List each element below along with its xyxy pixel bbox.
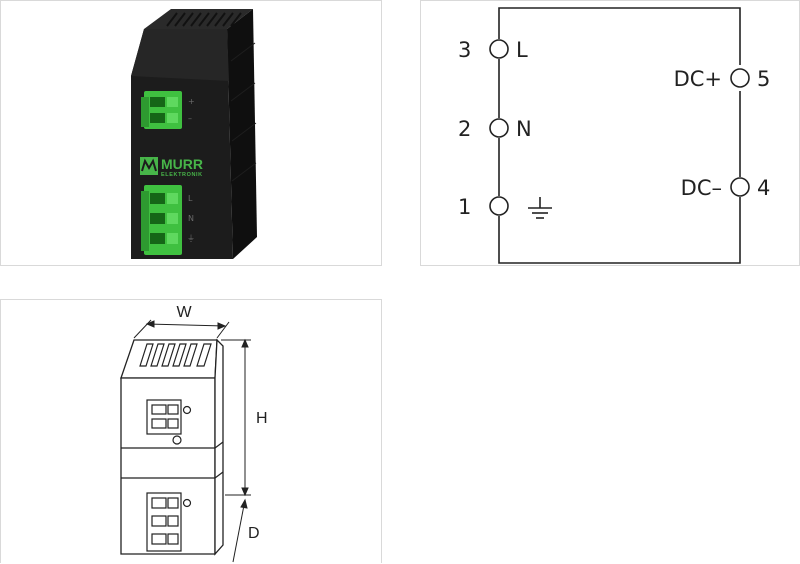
terminal-number: 4 xyxy=(757,176,770,200)
output-terminal-block xyxy=(141,91,182,129)
top-vent-slots xyxy=(139,343,212,367)
brand-subtitle: ELEKTRONIK xyxy=(161,172,203,178)
output-terminal-outline xyxy=(146,399,192,445)
terminal-circle xyxy=(489,118,509,138)
dimension-drawing: W H D xyxy=(120,304,268,563)
box-bottom-edge xyxy=(498,197,741,264)
dimension-drawing-panel: W H D xyxy=(0,299,382,563)
wiring-diagram-panel: 3 L 2 N 1 DC+ 5 DC– 4 xyxy=(420,0,800,266)
input-mark-l: L xyxy=(188,194,193,203)
input-mark-ground: ⏚ xyxy=(187,234,195,243)
height-label: H xyxy=(256,410,268,427)
top-vent-slots xyxy=(166,12,242,27)
width-label: W xyxy=(176,304,192,321)
terminal-number: 1 xyxy=(458,195,471,219)
product-photo-panel: + – MURR ELEKTRONIK L N ⏚ xyxy=(0,0,382,266)
brand-name: MURR xyxy=(161,156,203,172)
depth-label: D xyxy=(248,525,260,542)
terminal-number: 5 xyxy=(757,67,770,91)
depth-dimension xyxy=(232,498,248,563)
terminal-circle xyxy=(730,68,750,88)
output-mark-plus: + xyxy=(188,97,195,106)
terminal-label: L xyxy=(516,38,528,62)
terminal-label: DC– xyxy=(681,176,722,200)
terminal-5: DC+ 5 xyxy=(674,67,771,91)
height-dimension xyxy=(221,338,251,497)
terminal-4: DC– 4 xyxy=(681,176,771,200)
wiring-diagram: 3 L 2 N 1 DC+ 5 DC– 4 xyxy=(458,7,771,264)
width-dimension xyxy=(133,319,230,339)
ground-icon xyxy=(528,197,552,219)
power-supply-photo: + – MURR ELEKTRONIK L N ⏚ xyxy=(131,9,257,259)
terminal-3: 3 L xyxy=(458,38,528,62)
terminal-label: N xyxy=(516,117,532,141)
terminal-1: 1 xyxy=(458,195,552,219)
input-terminal-outline xyxy=(146,492,192,552)
input-mark-n: N xyxy=(188,214,194,223)
terminal-circle xyxy=(730,177,750,197)
output-mark-minus: – xyxy=(188,114,192,123)
terminal-number: 2 xyxy=(458,117,471,141)
terminal-circle xyxy=(489,39,509,59)
terminal-number: 3 xyxy=(458,38,471,62)
housing-side-face xyxy=(214,338,224,556)
terminal-label: DC+ xyxy=(674,67,722,91)
terminal-circle xyxy=(489,196,509,216)
input-terminal-block xyxy=(141,185,182,255)
box-top-edge xyxy=(498,7,741,65)
murr-logo: MURR ELEKTRONIK xyxy=(140,156,203,178)
terminal-2: 2 N xyxy=(458,117,532,141)
